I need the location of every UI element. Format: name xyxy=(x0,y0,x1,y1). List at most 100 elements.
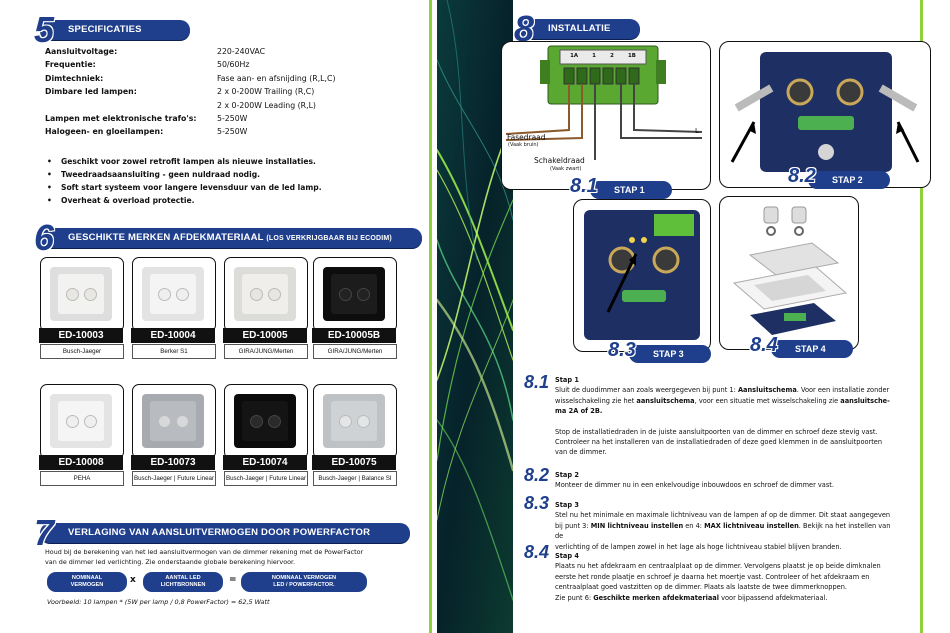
step-2-badge: 8.2 xyxy=(788,165,816,187)
spec-row: Dimtechniek:Fase aan- en afsnijding (R,L… xyxy=(45,73,336,83)
brand-label: Busch-Jaeger | Balance SI xyxy=(313,471,397,486)
spec-row: Dimbare led lampen:2 x 0-200W Trailing (… xyxy=(45,87,315,97)
feature-list: Geschikt voor zowel retrofit lampen als … xyxy=(47,155,322,207)
cover-plate-image xyxy=(234,267,296,321)
center-plate xyxy=(331,274,377,314)
spec-table: Aansluitvoltage:220-240VAC Frequentie:50… xyxy=(45,45,375,139)
step-2-label: STAP 2 xyxy=(808,171,890,189)
spec-row: 2 x 0-200W Leading (R,L) xyxy=(217,100,316,110)
dimmer-mount-graphic xyxy=(730,52,920,172)
section-6-header: GESCHIKTE MERKEN AFDEKMATERIAAL (LOS VER… xyxy=(40,228,422,248)
pill-separator: x xyxy=(130,575,136,585)
cover-plate-card xyxy=(132,257,216,332)
cover-plate-image xyxy=(142,267,204,321)
dimmer-adjust-graphic xyxy=(584,210,700,340)
cover-plate-card xyxy=(40,384,124,459)
text-step-1-badge: 8.1 xyxy=(524,372,550,392)
cover-plate-card xyxy=(313,257,397,332)
pill-separator: = xyxy=(229,575,237,585)
brand-label: Busch-Jaeger | Future Linear xyxy=(224,471,308,486)
step-4-badge: 8.4 xyxy=(750,334,778,356)
feature-item: Overheat & overload protectie. xyxy=(47,194,322,207)
section-6-subtitle: (LOS VERKRIJGBAAR BIJ ECODIM) xyxy=(266,235,392,242)
section-5-number: 5 xyxy=(34,9,55,50)
knob-icon xyxy=(339,415,352,428)
center-plate xyxy=(58,274,104,314)
product-code: ED-10005 xyxy=(223,328,307,343)
brand-label: GIRA/JUNG/Merten xyxy=(224,344,308,359)
spec-row: Halogeen- en gloeilampen:5-250W xyxy=(45,127,248,137)
step-3-adjust-image xyxy=(573,199,711,352)
cover-plate-image xyxy=(323,267,385,321)
knob-icon xyxy=(250,288,263,301)
cover-plate-image xyxy=(323,394,385,448)
section-5-header: SPECIFICATIES xyxy=(40,20,190,40)
feature-item: Tweedraadsaansluiting - geen nuldraad no… xyxy=(47,168,322,181)
knob-icon xyxy=(268,415,281,428)
knob-icon xyxy=(268,288,281,301)
cover-plate-image xyxy=(234,394,296,448)
schakel-label: Schakeldraad xyxy=(534,156,585,165)
knob-icon xyxy=(357,415,370,428)
step-1-label: STAP 1 xyxy=(590,181,672,199)
cover-plate-image xyxy=(142,394,204,448)
brand-label: GIRA/JUNG/Merten xyxy=(313,344,397,359)
step-4-text: Stap 4 Plaats nu het afdekraam en centra… xyxy=(555,552,881,602)
cover-plate-card xyxy=(224,257,308,332)
cover-plate-image xyxy=(50,267,112,321)
brand-label: Busch-Jaeger xyxy=(40,344,124,359)
spec-row: Lampen met elektronische trafo's:5-250W xyxy=(45,114,248,124)
knob-icon xyxy=(66,288,79,301)
cover-plate-card xyxy=(132,384,216,459)
cover-plate-card xyxy=(224,384,308,459)
section-6-number: 6 xyxy=(34,217,55,258)
product-code: ED-10075 xyxy=(312,455,396,470)
spec-row: Aansluitvoltage:220-240VAC xyxy=(45,47,266,56)
brand-label: PEHA xyxy=(40,471,124,486)
step-2-mount-image xyxy=(719,41,931,188)
cover-assembly-graphic xyxy=(732,206,848,335)
fase-label: Fasedraad xyxy=(507,133,546,142)
cover-plate-image xyxy=(50,394,112,448)
product-code: ED-10005B xyxy=(312,328,396,343)
example-calculation: Voorbeeld: 10 lampen * (5W per lamp / 0,… xyxy=(47,598,270,606)
feature-item: Soft start systeem voor langere levensdu… xyxy=(47,181,322,194)
knob-icon xyxy=(84,288,97,301)
section-7-number: 7 xyxy=(34,512,55,553)
product-code: ED-10003 xyxy=(39,328,123,343)
text-step-4-badge: 8.4 xyxy=(524,542,550,562)
center-decor-band xyxy=(437,0,513,633)
center-plate xyxy=(150,401,196,441)
knob-icon xyxy=(250,415,263,428)
light-streaks-graphic xyxy=(437,0,513,633)
brand-label: Busch-Jaeger | Future Linear xyxy=(132,471,216,486)
section-7-header: VERLAGING VAN AANSLUITVERMOGEN DOOR POWE… xyxy=(40,523,410,543)
center-plate xyxy=(242,401,288,441)
product-code: ED-10008 xyxy=(39,455,123,470)
text-step-2-badge: 8.2 xyxy=(524,465,550,485)
product-code: ED-10074 xyxy=(223,455,307,470)
section-8-header: INSTALLATIE xyxy=(520,19,640,39)
brand-label: Berker S1 xyxy=(132,344,216,359)
center-plate xyxy=(58,401,104,441)
product-code: ED-10004 xyxy=(131,328,215,343)
knob-icon xyxy=(84,415,97,428)
l-label: L xyxy=(695,127,699,135)
section-6-title: GESCHIKTE MERKEN AFDEKMATERIAAL xyxy=(68,232,264,243)
product-code: ED-10073 xyxy=(131,455,215,470)
step-3-text: Stap 3 Stel nu het minimale en maximale … xyxy=(555,501,891,551)
section-5-title: SPECIFICATIES xyxy=(68,24,142,35)
wiring-diagram xyxy=(505,45,703,160)
schakel-sublabel: (Vaak zwart) xyxy=(550,166,582,172)
step-3-badge: 8.3 xyxy=(608,339,636,361)
knob-icon xyxy=(176,288,189,301)
knob-icon xyxy=(339,288,352,301)
knob-icon xyxy=(357,288,370,301)
center-plate xyxy=(150,274,196,314)
cover-plate-card xyxy=(40,257,124,332)
